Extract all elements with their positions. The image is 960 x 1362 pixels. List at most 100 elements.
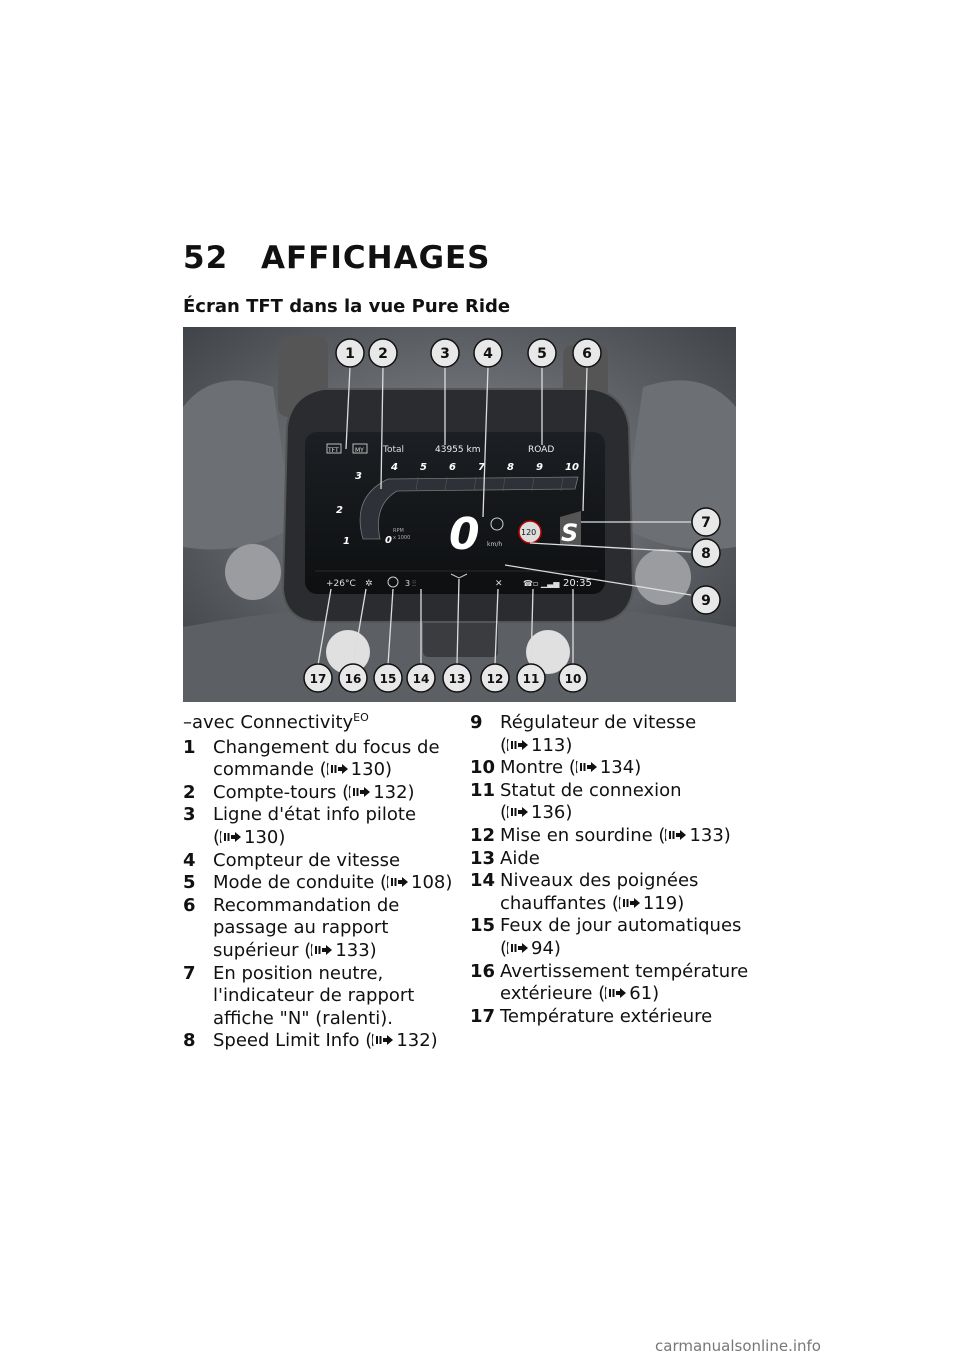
rpm-unit-line2: x 1000 bbox=[393, 535, 410, 541]
legend-item-page-ref: (113) bbox=[500, 734, 573, 756]
legend-item-label: Niveaux des poignées chauffantes bbox=[500, 870, 699, 914]
page-reference-arrow-icon bbox=[618, 896, 640, 909]
legend-item-label: Recommandation de passage au rapport sup… bbox=[213, 894, 400, 961]
legend-item-text: Compte-tours (132) bbox=[213, 782, 453, 805]
legend-item-label: Avertissement température extérieure bbox=[500, 960, 749, 1005]
legend-item-number: 2 bbox=[183, 781, 196, 803]
connection-status-icon: ☎▫ ▁▃▅ bbox=[523, 579, 560, 588]
gear-recommendation: S bbox=[561, 519, 578, 547]
callout-4: 4 bbox=[473, 338, 503, 368]
legend-item-number: 4 bbox=[183, 849, 196, 871]
legend-item-text: Feux de jour automatiques (94) bbox=[500, 915, 750, 960]
callout-9: 9 bbox=[691, 585, 721, 615]
legend-item: 9 Régulateur de vitesse (113) bbox=[470, 712, 750, 757]
callout-16: 16 bbox=[338, 663, 368, 693]
rpm-tick-0: 0 bbox=[385, 535, 392, 546]
rpm-unit-line1: RPM bbox=[393, 528, 404, 534]
page-reference-arrow-icon bbox=[349, 785, 371, 798]
rpm-tick-1: 1 bbox=[343, 536, 350, 547]
legend-item-text: En position neutre, l'indicateur de rapp… bbox=[213, 963, 453, 1031]
svg-text:11: 11 bbox=[523, 672, 540, 686]
svg-text:4: 4 bbox=[483, 346, 493, 362]
page-reference-arrow-icon bbox=[326, 762, 348, 776]
page-reference-arrow-icon bbox=[507, 738, 529, 751]
legend-item-label: Compte-tours bbox=[213, 781, 337, 803]
svg-text:3: 3 bbox=[440, 346, 450, 362]
svg-text:7: 7 bbox=[701, 515, 711, 531]
frost-warning-icon: ✲ bbox=[365, 579, 373, 589]
legend-item-page-ref: (134) bbox=[563, 757, 642, 779]
callout-8: 8 bbox=[691, 538, 721, 568]
legend-item-page-ref: (119) bbox=[606, 892, 685, 914]
page-reference-arrow-icon bbox=[372, 1034, 394, 1047]
legend-item-number: 9 bbox=[470, 712, 483, 733]
callout-17: 17 bbox=[303, 663, 333, 693]
page-reference-arrow-icon bbox=[605, 986, 627, 1000]
legend-item-number: 10 bbox=[470, 757, 496, 779]
legend-item-number: 15 bbox=[470, 915, 496, 937]
legend-item-number: 1 bbox=[183, 736, 196, 758]
legend-item-text: Montre (134) bbox=[500, 757, 750, 780]
total-label: Total bbox=[382, 445, 404, 455]
cruise-icon bbox=[490, 517, 504, 531]
callout-6: 6 bbox=[572, 338, 602, 368]
rpm-tick-4: 4 bbox=[390, 462, 398, 473]
page-reference-arrow-icon bbox=[575, 760, 597, 774]
rpm-tick-7: 7 bbox=[478, 462, 485, 473]
legend-item-number: 13 bbox=[470, 847, 496, 869]
legend-item-label: Régulateur de vitesse bbox=[500, 712, 697, 733]
tft-display-figure: TFT MY Total 43955 km ROAD 0 1 2 3 4 5 6… bbox=[183, 327, 736, 702]
rpm-tick-10: 10 bbox=[565, 462, 579, 473]
legend-item-text: Changement du focus de commande (130) bbox=[213, 737, 453, 782]
mute-icon: ✕ bbox=[495, 579, 503, 589]
legend-item-text: Niveaux des poignées chauffantes (119) bbox=[500, 870, 750, 915]
legend-item-page-ref: (136) bbox=[500, 802, 573, 824]
legend-item: 4 Compteur de vitesse bbox=[183, 850, 453, 873]
legend-item-label: Statut de connexion bbox=[500, 779, 682, 801]
callout-10: 10 bbox=[558, 663, 588, 693]
legend-item-number: 16 bbox=[470, 960, 496, 982]
rpm-bar bbox=[359, 476, 579, 540]
svg-text:14: 14 bbox=[413, 672, 430, 686]
svg-text:8: 8 bbox=[701, 546, 711, 562]
heated-grip-icon: ⫶⫶ bbox=[412, 579, 416, 588]
legend-item-text: Avertissement température extérieure (61… bbox=[500, 961, 750, 1006]
legend-item: 2 Compte-tours (132) bbox=[183, 782, 453, 805]
outside-temperature: +26°C bbox=[326, 579, 356, 589]
legend-item-label: Compteur de vitesse bbox=[213, 849, 401, 871]
svg-text:12: 12 bbox=[487, 672, 504, 686]
legend-item-text: Température extérieure bbox=[500, 1006, 750, 1029]
legend-intro: –avec ConnectivityEO bbox=[183, 711, 369, 733]
callout-3: 3 bbox=[430, 338, 460, 368]
legend-item-label: Mode de conduite bbox=[213, 872, 375, 894]
my-icon: MY bbox=[355, 447, 364, 454]
page-reference-arrow-icon bbox=[665, 828, 687, 842]
legend-item-text: Aide bbox=[500, 848, 750, 871]
callout-11: 11 bbox=[516, 663, 546, 693]
legend-item-page-ref: (133) bbox=[652, 824, 731, 846]
rpm-tick-3: 3 bbox=[355, 471, 362, 482]
legend-item-number: 6 bbox=[183, 894, 196, 916]
legend-item-page-ref: (130) bbox=[313, 759, 393, 781]
rpm-tick-2: 2 bbox=[336, 505, 343, 516]
legend-item-page-ref: (133) bbox=[298, 939, 377, 961]
callout-7: 7 bbox=[691, 507, 721, 537]
callout-5: 5 bbox=[527, 338, 557, 368]
legend-item-text: Recommandation de passage au rapport sup… bbox=[213, 895, 453, 963]
svg-text:10: 10 bbox=[565, 672, 582, 686]
svg-text:2: 2 bbox=[378, 346, 388, 362]
tft-icon: TFT bbox=[327, 447, 339, 454]
callout-14: 14 bbox=[406, 663, 436, 693]
page-reference-arrow-icon bbox=[507, 806, 529, 819]
legend-item-number: 5 bbox=[183, 872, 196, 894]
